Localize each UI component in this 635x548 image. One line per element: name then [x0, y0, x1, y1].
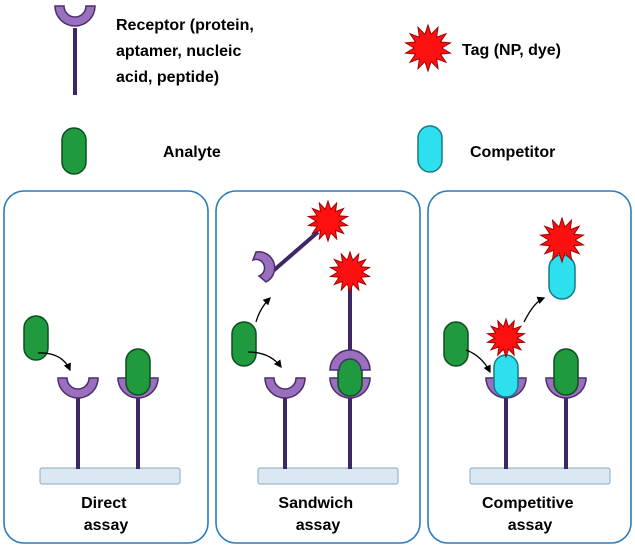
panel-title-line-2: assay	[84, 517, 129, 534]
analyte-legend-icon	[61, 127, 87, 175]
panel-title: Sandwich assay	[278, 495, 357, 534]
binding-arrow	[37, 352, 71, 372]
empty-receptor	[264, 377, 306, 469]
competitor-tag	[485, 317, 527, 359]
legend: Receptor (protein, aptamer, nucleic acid…	[54, 5, 561, 175]
receptor-tag	[306, 199, 350, 243]
panel-frame	[427, 190, 632, 544]
binding-arrow	[465, 349, 491, 374]
competitor-legend-icon	[417, 125, 443, 173]
substrate	[469, 467, 611, 485]
tag-star-shape	[539, 216, 585, 264]
receptor-label-line-1: Receptor (protein,	[116, 17, 254, 34]
panel-title-line-1: Competitive	[482, 495, 574, 512]
free-analyte	[23, 315, 49, 361]
displaced-tag	[539, 216, 585, 264]
free-analyte	[231, 321, 257, 367]
panel-title-line-1: Direct	[81, 495, 127, 512]
binding-arrow	[247, 351, 282, 369]
tag-legend-icon	[404, 23, 452, 73]
panel-title: Direct assay	[81, 495, 131, 534]
detection-receptor	[329, 349, 371, 371]
panel-frame	[3, 190, 209, 544]
recognition-arrow	[255, 297, 271, 323]
tag-star-shape	[328, 250, 372, 294]
receptor-label-line-3: acid, peptide)	[116, 69, 219, 86]
substrate	[257, 467, 399, 485]
free-tagged-receptor	[251, 199, 350, 283]
bound-analyte	[125, 348, 151, 396]
sandwich-complex	[328, 250, 372, 469]
sandwich-assay-panel: Sandwich assay	[215, 190, 421, 544]
panel-title: Competitive assay	[482, 495, 578, 534]
receptor-legend-label: Receptor (protein, aptamer, nucleic acid…	[116, 17, 258, 86]
free-analyte	[443, 321, 469, 367]
detection-tag	[328, 250, 372, 294]
analyte-legend-label: Analyte	[163, 144, 221, 161]
competitive-assay-panel: Competitive assay	[427, 190, 632, 544]
receptor-legend-icon	[54, 5, 96, 95]
displacement-arrow	[523, 296, 546, 323]
displaced-tagged-competitor	[539, 216, 585, 300]
empty-receptor	[57, 377, 99, 469]
panel-title-line-2: assay	[508, 517, 553, 534]
direct-assay-panel: Direct assay	[3, 190, 209, 544]
tag-star-shape	[404, 23, 452, 73]
bound-analyte	[553, 348, 579, 396]
panel-frame	[215, 190, 421, 544]
tag-legend-label: Tag (NP, dye)	[462, 42, 561, 59]
analyte-bound-receptor	[545, 348, 587, 469]
tag-star-shape	[306, 199, 350, 243]
bound-competitor	[493, 354, 519, 398]
competitor-legend-label: Competitor	[470, 144, 555, 161]
panel-title-line-2: assay	[296, 517, 341, 534]
receptor-label-line-2: aptamer, nucleic	[116, 43, 241, 60]
competitor-bound-receptor	[485, 317, 527, 469]
bound-receptor	[117, 348, 159, 469]
tag-star-shape	[485, 317, 527, 359]
panel-title-line-1: Sandwich	[278, 495, 353, 512]
substrate	[39, 467, 181, 485]
